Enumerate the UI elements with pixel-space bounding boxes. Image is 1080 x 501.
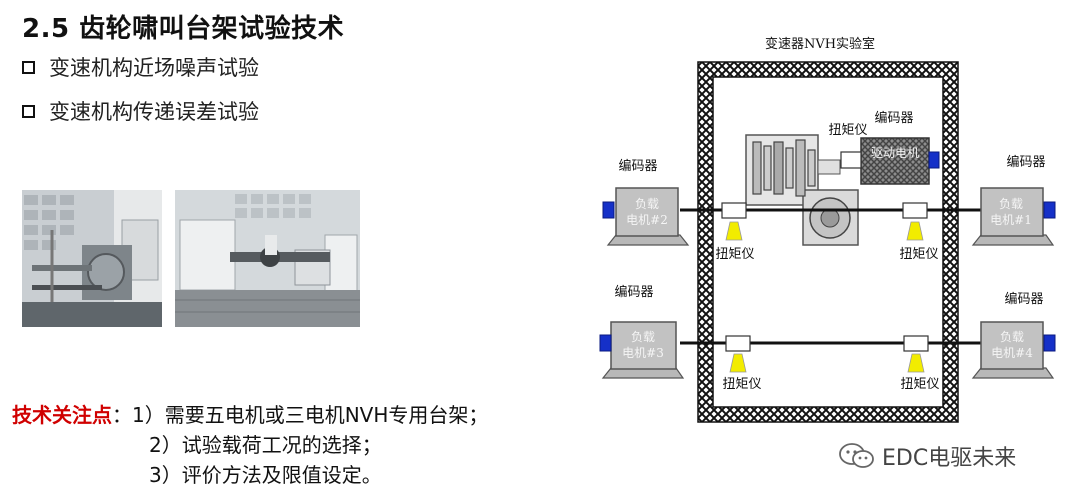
- torque-label-lower-right: 扭矩仪: [900, 377, 939, 392]
- drive-motor-label: 驱动电机: [871, 146, 919, 160]
- load-motor-2-line1: 负载: [635, 197, 659, 211]
- drive-torque-sensor: [840, 151, 862, 169]
- lab-title: 变速器NVH实验室: [765, 36, 875, 52]
- load-motor-4-line1: 负载: [1000, 330, 1024, 344]
- tech-focus-notes: 技术关注点：1）需要五电机或三电机NVH专用台架； 2）试验载荷工况的选择； 3…: [12, 400, 488, 490]
- torque-sensor-upper-right: 扭矩仪: [899, 202, 939, 262]
- transmission-gear-assembly: [745, 134, 859, 246]
- load-motor-1-line2: 电机#1: [990, 213, 1032, 227]
- load-motor-1: 负载 电机#1 编码器: [971, 155, 1056, 246]
- drive-motor: [860, 137, 930, 185]
- note-item-2: 2）试验载荷工况的选择；: [149, 433, 382, 457]
- bullet-near-field-noise: 变速机构近场噪声试验: [22, 52, 259, 82]
- load-motor-2: 负载 电机#2 编码器: [602, 159, 690, 246]
- encoder-icon: [1043, 201, 1056, 219]
- encoder-label-1: 编码器: [1006, 155, 1045, 170]
- torque-label-lower-left: 扭矩仪: [722, 377, 761, 392]
- notes-colon: ：: [112, 403, 132, 427]
- tech-focus-label: 技术关注点: [12, 403, 112, 427]
- bullet-text: 变速机构传递误差试验: [49, 100, 259, 124]
- load-motor-4-line2: 电机#4: [991, 346, 1033, 360]
- encoder-label-4: 编码器: [1004, 292, 1043, 307]
- watermark-text: EDC电驱未来: [882, 446, 1017, 471]
- nvh-lab-diagram: 变速器NVH实验室 驱动电机 编码器 扭矩仪 负载 电机#2 编码器: [599, 36, 1056, 423]
- slide-title: 2.5 齿轮啸叫台架试验技术: [22, 14, 345, 44]
- encoder-label-3: 编码器: [614, 285, 653, 300]
- torque-sensor-upper-left: 扭矩仪: [715, 202, 755, 262]
- encoder-icon: [602, 201, 615, 219]
- encoder-icon: [1043, 334, 1056, 352]
- watermark: EDC电驱未来: [838, 440, 1016, 472]
- lab-wall: [697, 61, 959, 423]
- notes-line-1: 技术关注点：1）需要五电机或三电机NVH专用台架；: [12, 400, 488, 430]
- test-bench-photo-2: [175, 190, 360, 327]
- notes-line-2: 2）试验载荷工况的选择；: [12, 430, 488, 460]
- bullet-text: 变速机构近场噪声试验: [49, 56, 259, 80]
- load-motor-3-line2: 电机#3: [622, 346, 664, 360]
- square-bullet-icon: [22, 104, 35, 118]
- drive-torque-label: 扭矩仪: [828, 123, 867, 138]
- torque-label-upper-right: 扭矩仪: [899, 247, 938, 262]
- load-motor-1-line1: 负载: [999, 197, 1023, 211]
- torque-sensor-lower-left: 扭矩仪: [722, 335, 762, 392]
- torque-label-upper-left: 扭矩仪: [715, 247, 754, 262]
- test-bench-photo-1: [22, 190, 162, 327]
- notes-line-3: 3）评价方法及限值设定。: [12, 460, 488, 490]
- encoder-icon: [599, 334, 612, 352]
- encoder-label-2: 编码器: [618, 159, 657, 174]
- load-motor-3: 负载 电机#3 编码器: [599, 285, 685, 379]
- bullet-transmission-error: 变速机构传递误差试验: [22, 96, 259, 126]
- note-item-1: 1）需要五电机或三电机NVH专用台架；: [132, 403, 489, 427]
- note-item-3: 3）评价方法及限值设定。: [149, 463, 382, 487]
- square-bullet-icon: [22, 60, 35, 74]
- drive-encoder: [928, 151, 940, 169]
- wechat-icon: [839, 443, 874, 468]
- load-motor-2-line2: 电机#2: [626, 213, 668, 227]
- drive-encoder-label: 编码器: [874, 111, 913, 126]
- load-motor-4: 负载 电机#4 编码器: [971, 292, 1056, 379]
- torque-sensor-lower-right: 扭矩仪: [900, 335, 940, 392]
- load-motor-3-line1: 负载: [631, 330, 655, 344]
